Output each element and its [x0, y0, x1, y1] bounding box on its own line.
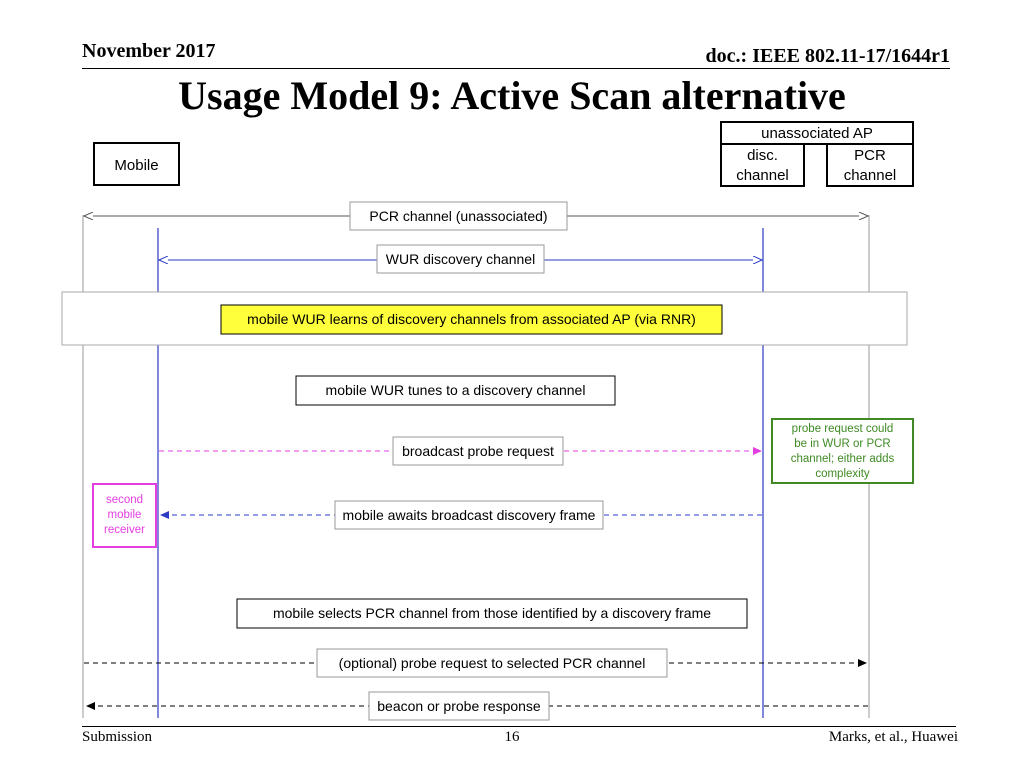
mobile-participant: Mobile	[93, 142, 180, 186]
header-rule	[82, 68, 950, 69]
second-receiver-note: second mobile receiver	[92, 483, 157, 548]
ap-participant: unassociated AP disc. channel PCR channe…	[720, 121, 914, 187]
probe-note-line-1: probe request could	[792, 423, 894, 435]
awaits-discovery-label: mobile awaits broadcast discovery frame	[343, 507, 596, 523]
rnr-note-box	[220, 304, 723, 335]
second-receiver-line-1: second	[106, 494, 143, 506]
broadcast-probe-label: broadcast probe request	[402, 443, 554, 459]
footer-rule	[82, 726, 956, 727]
footer-page-number: 16	[504, 729, 520, 745]
mobile-label: Mobile	[114, 157, 158, 174]
probe-note-line-3: channel; either adds	[791, 453, 895, 465]
pcr-channel-label-1: PCR	[854, 147, 886, 164]
slide-title: Usage Model 9: Active Scan alternative	[178, 73, 846, 118]
optional-probe-label: (optional) probe request to selected PCR…	[339, 655, 646, 671]
disc-channel-label-1: disc.	[747, 147, 778, 164]
probe-note-line-2: be in WUR or PCR	[794, 438, 891, 450]
tunes-note-box	[295, 375, 616, 406]
rnr-note-label: mobile WUR learns of discovery channels …	[247, 311, 696, 327]
selects-note-box	[236, 598, 748, 629]
ap-label: unassociated AP	[761, 125, 873, 142]
footer-authors: Marks, et al., Huawei	[828, 729, 958, 745]
footer-submission: Submission	[82, 729, 153, 745]
disc-channel-label-2: channel	[736, 167, 789, 184]
header-date: November 2017	[82, 40, 216, 62]
second-receiver-line-2: mobile	[108, 509, 142, 521]
wur-discovery-label: WUR discovery channel	[386, 251, 535, 267]
beacon-label: beacon or probe response	[377, 698, 541, 714]
second-receiver-line-3: receiver	[104, 524, 145, 536]
header-doc-id: doc.: IEEE 802.11-17/1644r1	[705, 45, 950, 67]
pcr-unassociated-label: PCR channel (unassociated)	[369, 208, 547, 224]
probe-note-line-4: complexity	[815, 468, 870, 480]
probe-note: probe request could be in WUR or PCR cha…	[771, 418, 914, 484]
pcr-channel-label-2: channel	[844, 167, 897, 184]
selects-note-label: mobile selects PCR channel from those id…	[273, 605, 711, 621]
tunes-note-label: mobile WUR tunes to a discovery channel	[326, 382, 586, 398]
